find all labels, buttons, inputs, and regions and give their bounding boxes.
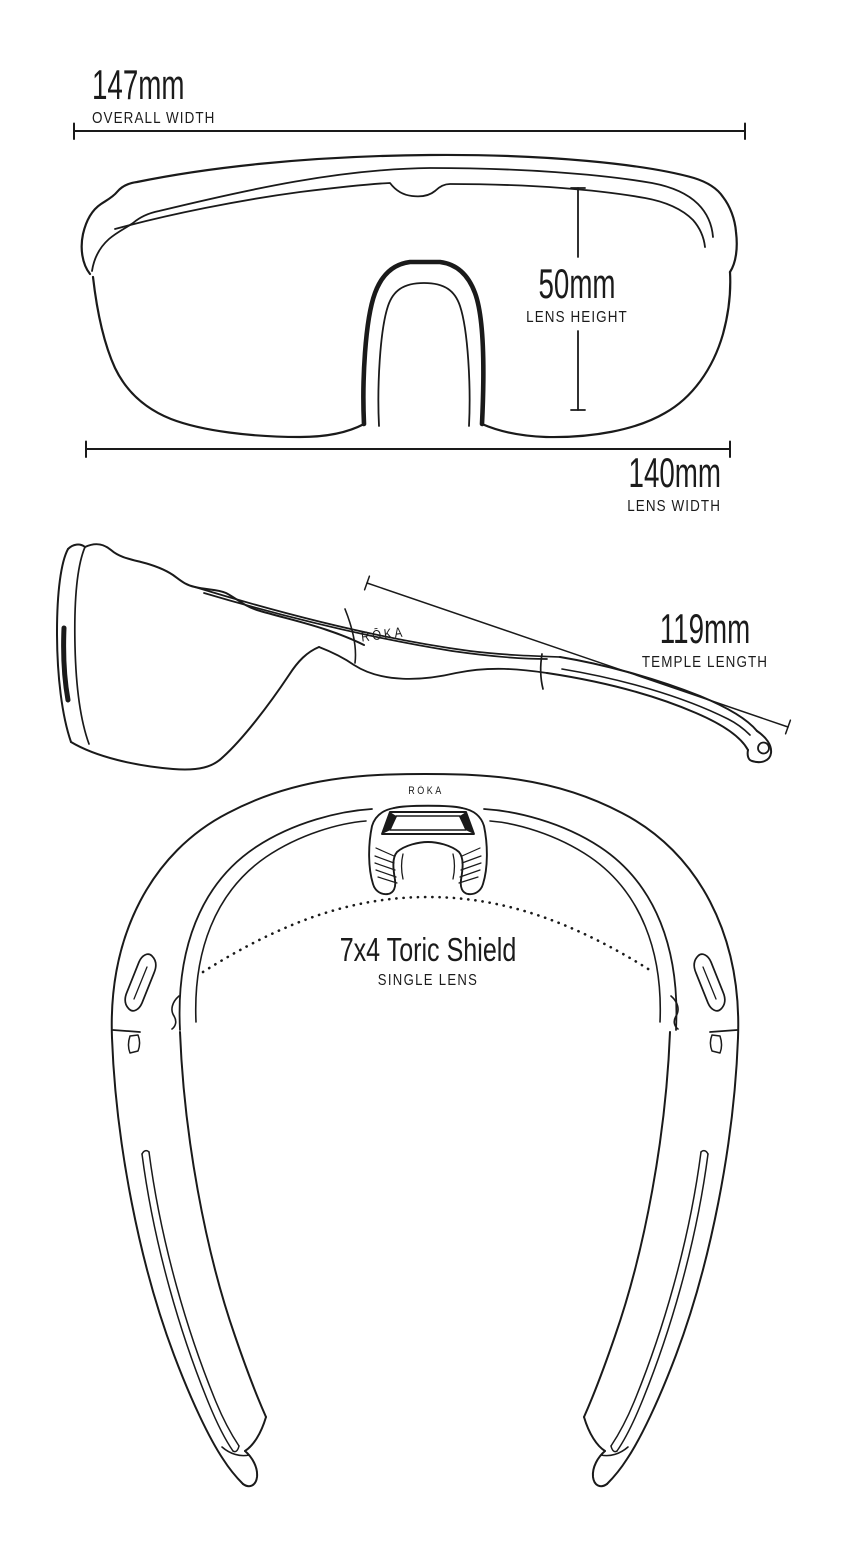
overall-width-value: 147mm <box>92 61 185 108</box>
front-lens-right-edge <box>480 270 732 439</box>
overall-width-dimension-line <box>73 122 746 140</box>
top-shield-inner-arc-left <box>178 808 373 1031</box>
side-temple-bottom-edge <box>546 672 749 751</box>
lens-type-title: 7x4 Toric Shield <box>339 931 517 968</box>
top-right-junction-line <box>709 1029 738 1033</box>
top-bridge-window-fill-right <box>459 812 474 834</box>
temple-length-annotation: 119mm TEMPLE LENGTH <box>585 608 825 672</box>
lens-height-annotation: 50mm LENS HEIGHT <box>497 263 657 327</box>
front-brow-inner-line <box>91 167 714 272</box>
top-bridge-window-fill-left <box>382 812 397 834</box>
front-nose-bridge-outer <box>361 259 486 427</box>
top-left-junction-line <box>112 1029 141 1033</box>
top-left-grip-liner <box>148 1151 240 1447</box>
top-nosepiece <box>368 804 488 896</box>
overall-width-label: OVERALL WIDTH <box>92 110 216 127</box>
lens-width-value: 140mm <box>628 449 721 496</box>
side-lens-front-cap <box>67 543 86 550</box>
lens-type-subtitle: SINGLE LENS <box>377 972 479 989</box>
side-lens-front-inner <box>73 546 90 745</box>
side-upper-diagonal-1 <box>194 586 561 658</box>
top-view-drawing <box>110 773 740 1488</box>
lens-width-annotation: 140mm LENS WIDTH <box>471 452 721 516</box>
overall-width-annotation: 147mm OVERALL WIDTH <box>92 64 312 128</box>
front-lens-top-edge <box>114 182 706 248</box>
top-shield-inner-arc-right <box>483 808 678 1031</box>
lens-width-dimension-line <box>85 440 731 458</box>
top-left-tip-separator <box>221 1446 250 1457</box>
side-temple-tip <box>746 730 773 764</box>
top-right-grip-liner <box>610 1151 702 1447</box>
top-right-hinge-notch <box>670 995 679 1030</box>
top-right-hinge-slot <box>709 1034 723 1054</box>
top-right-vent-slot <box>693 953 726 1012</box>
top-left-hinge-notch <box>171 995 180 1030</box>
top-lens-edge-arc-right <box>489 820 662 1023</box>
front-view-drawing <box>80 153 738 439</box>
top-nosepad-hatching <box>374 847 482 884</box>
top-nose-arch <box>392 841 464 881</box>
side-logo-plate-edge <box>344 608 357 664</box>
top-left-hinge-slot <box>127 1034 141 1054</box>
side-view-drawing <box>56 543 773 771</box>
side-temple-inner-liner <box>561 668 751 736</box>
top-left-vent-slot <box>124 953 157 1012</box>
top-right-tip-separator <box>600 1446 629 1457</box>
lens-type-annotation: 7x4 Toric Shield SINGLE LENS <box>258 933 598 990</box>
side-temple-tip-hole <box>757 741 770 755</box>
lens-height-label: LENS HEIGHT <box>526 309 628 326</box>
front-nose-bridge-inner <box>377 282 471 427</box>
top-right-temple <box>583 1031 739 1488</box>
side-junction-bottom <box>318 646 548 680</box>
top-shield-outer-arc <box>110 773 740 1039</box>
side-hinge-line <box>539 653 544 690</box>
side-temple-top-edge <box>559 656 758 732</box>
top-lens-edge-arc-left <box>194 820 367 1023</box>
side-upper-diagonal-2 <box>203 592 548 660</box>
front-lens-left-edge <box>91 275 366 439</box>
lens-height-dimension-line <box>570 187 586 411</box>
top-left-temple <box>111 1031 267 1488</box>
lens-width-label: LENS WIDTH <box>627 498 721 515</box>
side-lens-edge-accent <box>61 625 71 703</box>
front-outer-silhouette <box>80 153 738 276</box>
top-bridge-window-inner <box>389 815 467 831</box>
side-brow-profile <box>84 543 365 646</box>
brand-logo-top-view: RŌKA <box>408 785 444 797</box>
temple-length-label: TEMPLE LENGTH <box>641 654 769 671</box>
lens-height-value: 50mm <box>538 260 616 307</box>
side-lens-front-edge <box>56 548 72 743</box>
temple-length-value: 119mm <box>659 605 751 652</box>
side-lens-bottom <box>70 646 320 771</box>
